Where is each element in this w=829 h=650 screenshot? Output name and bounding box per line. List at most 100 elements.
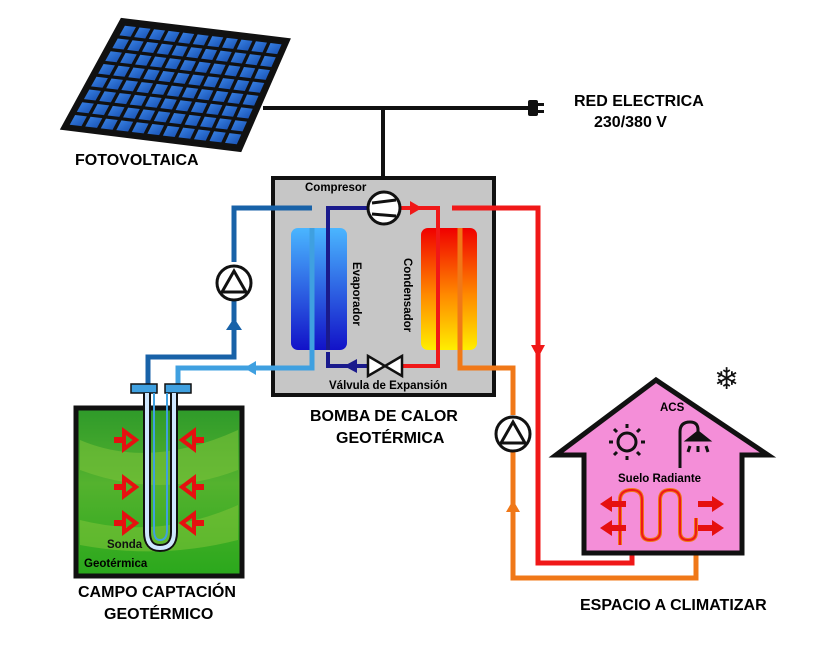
sonda-label-line2: Geotérmica bbox=[84, 558, 148, 570]
solar-cell bbox=[160, 98, 177, 110]
solar-cell bbox=[162, 125, 180, 137]
solar-cell bbox=[147, 124, 165, 136]
solar-cell bbox=[112, 38, 129, 50]
sonda-label-line1: Sonda bbox=[107, 539, 143, 551]
heat-arrow-left bbox=[178, 427, 204, 453]
shower-icon bbox=[678, 420, 713, 468]
solar-cell bbox=[106, 78, 123, 90]
bomba-label-line1: BOMBA DE CALOR bbox=[310, 408, 458, 425]
solar-cell bbox=[221, 105, 238, 117]
valvula-label: Válvula de Expansión bbox=[329, 380, 447, 392]
solar-cell bbox=[233, 79, 250, 91]
solar-cell bbox=[215, 118, 232, 130]
solar-cell bbox=[83, 89, 101, 101]
condensador-label: Condensador bbox=[401, 258, 413, 333]
solar-cell bbox=[121, 80, 139, 92]
solar-cell bbox=[105, 51, 122, 63]
solar-cell bbox=[178, 32, 195, 44]
solar-cell bbox=[107, 105, 125, 117]
bomba-label-line2: GEOTÉRMICA bbox=[336, 428, 445, 447]
solar-cell bbox=[120, 52, 137, 65]
snowflake-icon: ❄ bbox=[714, 362, 739, 397]
solar-cell bbox=[100, 118, 118, 130]
solar-cell bbox=[254, 68, 271, 80]
solar-cell bbox=[163, 30, 180, 42]
solar-cell bbox=[136, 82, 154, 94]
suelo-radiante-label: Suelo Radiante bbox=[618, 473, 701, 485]
solar-cell bbox=[128, 67, 145, 79]
solar-cell bbox=[138, 109, 156, 121]
solar-cell bbox=[169, 113, 186, 125]
solar-cell bbox=[69, 114, 87, 127]
heat-arrow-right bbox=[114, 510, 140, 536]
flow-arrow-left bbox=[244, 361, 256, 375]
solar-cell bbox=[156, 43, 173, 55]
solar-panel bbox=[59, 17, 291, 153]
red-voltage-label: 230/380 V bbox=[594, 114, 667, 131]
electric-wiring bbox=[263, 106, 530, 178]
solar-cell bbox=[179, 59, 196, 72]
solar-cell bbox=[236, 107, 253, 119]
solar-cell bbox=[227, 92, 244, 104]
solar-cell bbox=[127, 40, 144, 52]
condenser bbox=[421, 228, 477, 350]
campo-label-line1: CAMPO CAPTACIÓN bbox=[78, 582, 236, 601]
compressor-icon bbox=[366, 190, 402, 226]
acs-label: ACS bbox=[660, 402, 685, 414]
solar-cell bbox=[206, 103, 223, 115]
plug-icon bbox=[528, 100, 544, 116]
solar-cell bbox=[158, 71, 175, 83]
flow-arrow-up bbox=[226, 318, 242, 330]
evaporador-label: Evaporador bbox=[350, 262, 362, 326]
solar-cell bbox=[215, 50, 232, 62]
solar-cell bbox=[114, 93, 132, 105]
expansion-valve-icon bbox=[366, 353, 404, 379]
solar-cell bbox=[116, 120, 134, 132]
solar-cell bbox=[151, 83, 169, 95]
pump-icon bbox=[215, 264, 253, 302]
pump-icon bbox=[494, 415, 532, 453]
campo-label-line2: GEOTÉRMICO bbox=[104, 604, 213, 623]
compresor-label: Compresor bbox=[305, 182, 367, 194]
radiant-floor-coil bbox=[619, 488, 697, 545]
heat-arrow-right bbox=[114, 427, 140, 453]
geothermal-probe bbox=[130, 383, 192, 553]
solar-cell bbox=[225, 133, 242, 145]
solar-cell bbox=[242, 94, 259, 106]
solar-cell bbox=[260, 55, 276, 67]
solar-cell bbox=[193, 129, 211, 141]
fotovoltaica-label: FOTOVOLTAICA bbox=[75, 152, 199, 169]
flow-arrow-up bbox=[506, 500, 520, 512]
solar-cell bbox=[98, 63, 115, 76]
solar-cell bbox=[153, 111, 171, 123]
solar-cell bbox=[212, 90, 229, 103]
solar-cell bbox=[145, 96, 162, 108]
solar-cell bbox=[135, 54, 152, 66]
solar-cell bbox=[248, 81, 265, 93]
solar-cell bbox=[192, 34, 209, 46]
solar-cell bbox=[141, 41, 159, 54]
solar-cell bbox=[131, 122, 149, 134]
heat-arrow-right bbox=[114, 474, 140, 500]
solar-cell bbox=[209, 63, 226, 75]
solar-cell bbox=[92, 104, 110, 116]
solar-cell bbox=[129, 94, 147, 106]
solar-cell bbox=[178, 127, 195, 139]
solar-cell bbox=[188, 74, 205, 86]
flow-arrow-hot bbox=[410, 201, 422, 215]
solar-cell bbox=[239, 67, 256, 79]
solar-cell bbox=[166, 85, 184, 97]
solar-cell bbox=[99, 91, 117, 103]
house-heat-arrows bbox=[600, 496, 724, 536]
solar-cell bbox=[203, 76, 220, 88]
solar-cell bbox=[123, 107, 140, 119]
solar-cell bbox=[91, 76, 108, 88]
solar-cell bbox=[171, 45, 188, 57]
evaporator bbox=[291, 228, 347, 350]
heat-arrow-left bbox=[178, 510, 204, 536]
solar-cell bbox=[148, 29, 166, 41]
espacio-label: ESPACIO A CLIMATIZAR bbox=[580, 597, 767, 614]
solar-cell bbox=[230, 52, 247, 64]
flow-arrow-cold bbox=[344, 359, 357, 373]
